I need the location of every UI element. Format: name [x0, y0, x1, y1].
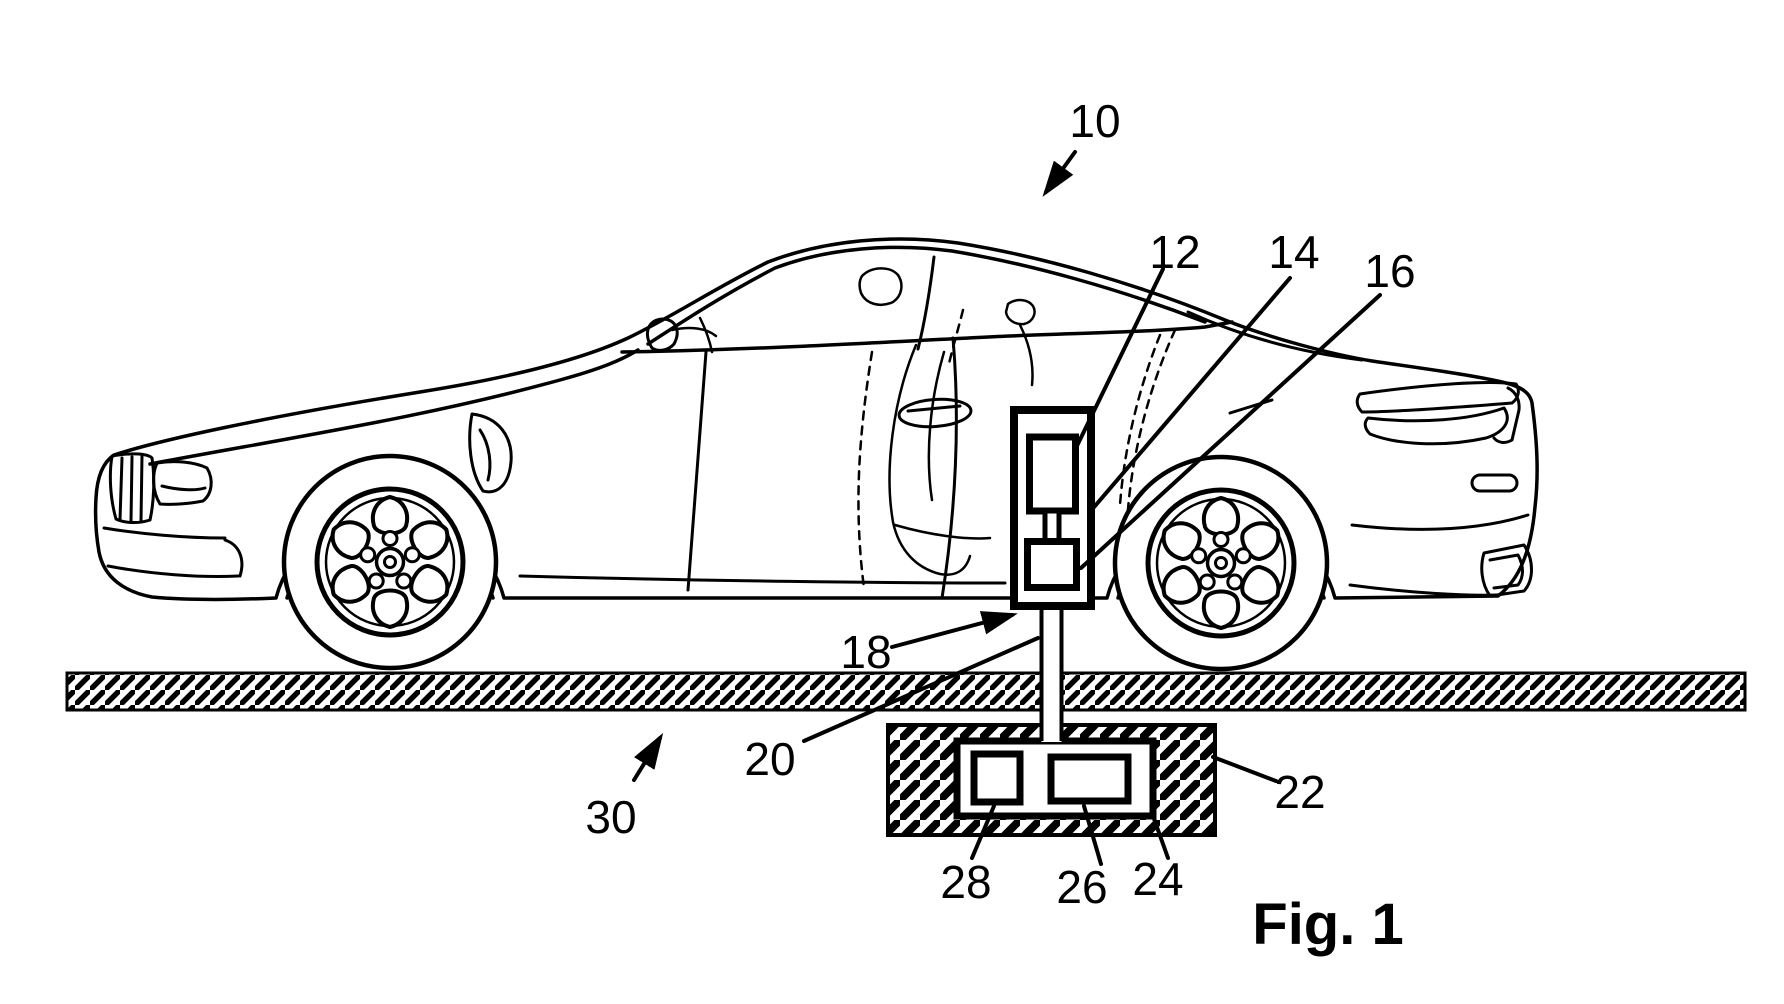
underground-charging-unit	[886, 723, 1217, 837]
front-wheel	[284, 456, 496, 668]
exhaust-tip	[1480, 543, 1533, 598]
leader-30	[632, 732, 664, 782]
leader-18	[890, 611, 1018, 649]
b-pillar-line	[916, 255, 936, 351]
ref-label-14: 14	[1268, 226, 1319, 278]
ground-surface-hatch	[65, 671, 1747, 712]
leader-24	[1151, 814, 1170, 860]
rear-window-line	[1186, 310, 1364, 362]
leader-28	[970, 804, 996, 860]
component-28-box	[970, 750, 1024, 806]
interior-lines	[670, 267, 1036, 576]
leader-26	[1082, 804, 1103, 866]
side-mirror	[646, 317, 679, 352]
front-bumper-lines	[102, 526, 244, 579]
component-26-box	[1047, 753, 1132, 805]
roof-inner-line	[646, 245, 1207, 346]
rocker-line	[518, 574, 1007, 585]
ref-label-16: 16	[1364, 245, 1415, 297]
leader-10	[1042, 150, 1077, 197]
leader-16	[1079, 293, 1382, 570]
leader-12	[1072, 267, 1165, 454]
ref-label-30: 30	[585, 791, 636, 843]
front-grille	[108, 452, 156, 524]
front-seat-back	[888, 343, 972, 576]
connector-bar	[1042, 508, 1062, 545]
rear-reflector	[1470, 473, 1519, 493]
component-12-box	[1026, 433, 1079, 515]
ref-label-20: 20	[744, 733, 795, 785]
ref-label-18: 18	[840, 626, 891, 678]
rear-bumper-crease	[1350, 513, 1530, 531]
support-column	[1039, 601, 1064, 742]
rear-wheel	[1115, 457, 1327, 669]
leader-20	[802, 636, 1040, 743]
leader-14	[1087, 276, 1292, 515]
taillight	[1355, 380, 1521, 446]
beltline	[620, 320, 1234, 354]
side-vent	[468, 412, 513, 494]
rear-door-seam	[940, 336, 958, 600]
figure-caption: Fig. 1	[1252, 892, 1403, 957]
ref-label-24: 24	[1132, 853, 1183, 905]
headlight	[152, 460, 213, 506]
rear-lower-line	[1348, 583, 1499, 597]
hidden-edge-lines	[857, 308, 1177, 590]
front-headrest	[858, 267, 903, 306]
leader-22	[1211, 755, 1278, 783]
front-door-seam	[686, 350, 708, 592]
dash-line	[670, 326, 718, 338]
vehicle-drawing	[93, 237, 1539, 669]
leader-lines	[632, 150, 1382, 866]
reference-labels: 10 12 14 16 18 20 22 24 26 28 30	[585, 95, 1415, 913]
rear-headrest	[1004, 298, 1036, 326]
ref-label-28: 28	[940, 856, 991, 908]
onboard-unit	[1010, 406, 1095, 610]
ref-label-22: 22	[1274, 766, 1325, 818]
ref-label-10: 10	[1069, 95, 1120, 147]
ref-label-26: 26	[1056, 861, 1107, 913]
door-handle	[897, 397, 973, 429]
hood-crease-line	[148, 348, 640, 466]
component-16-box	[1024, 538, 1080, 591]
ref-label-12: 12	[1149, 226, 1200, 278]
